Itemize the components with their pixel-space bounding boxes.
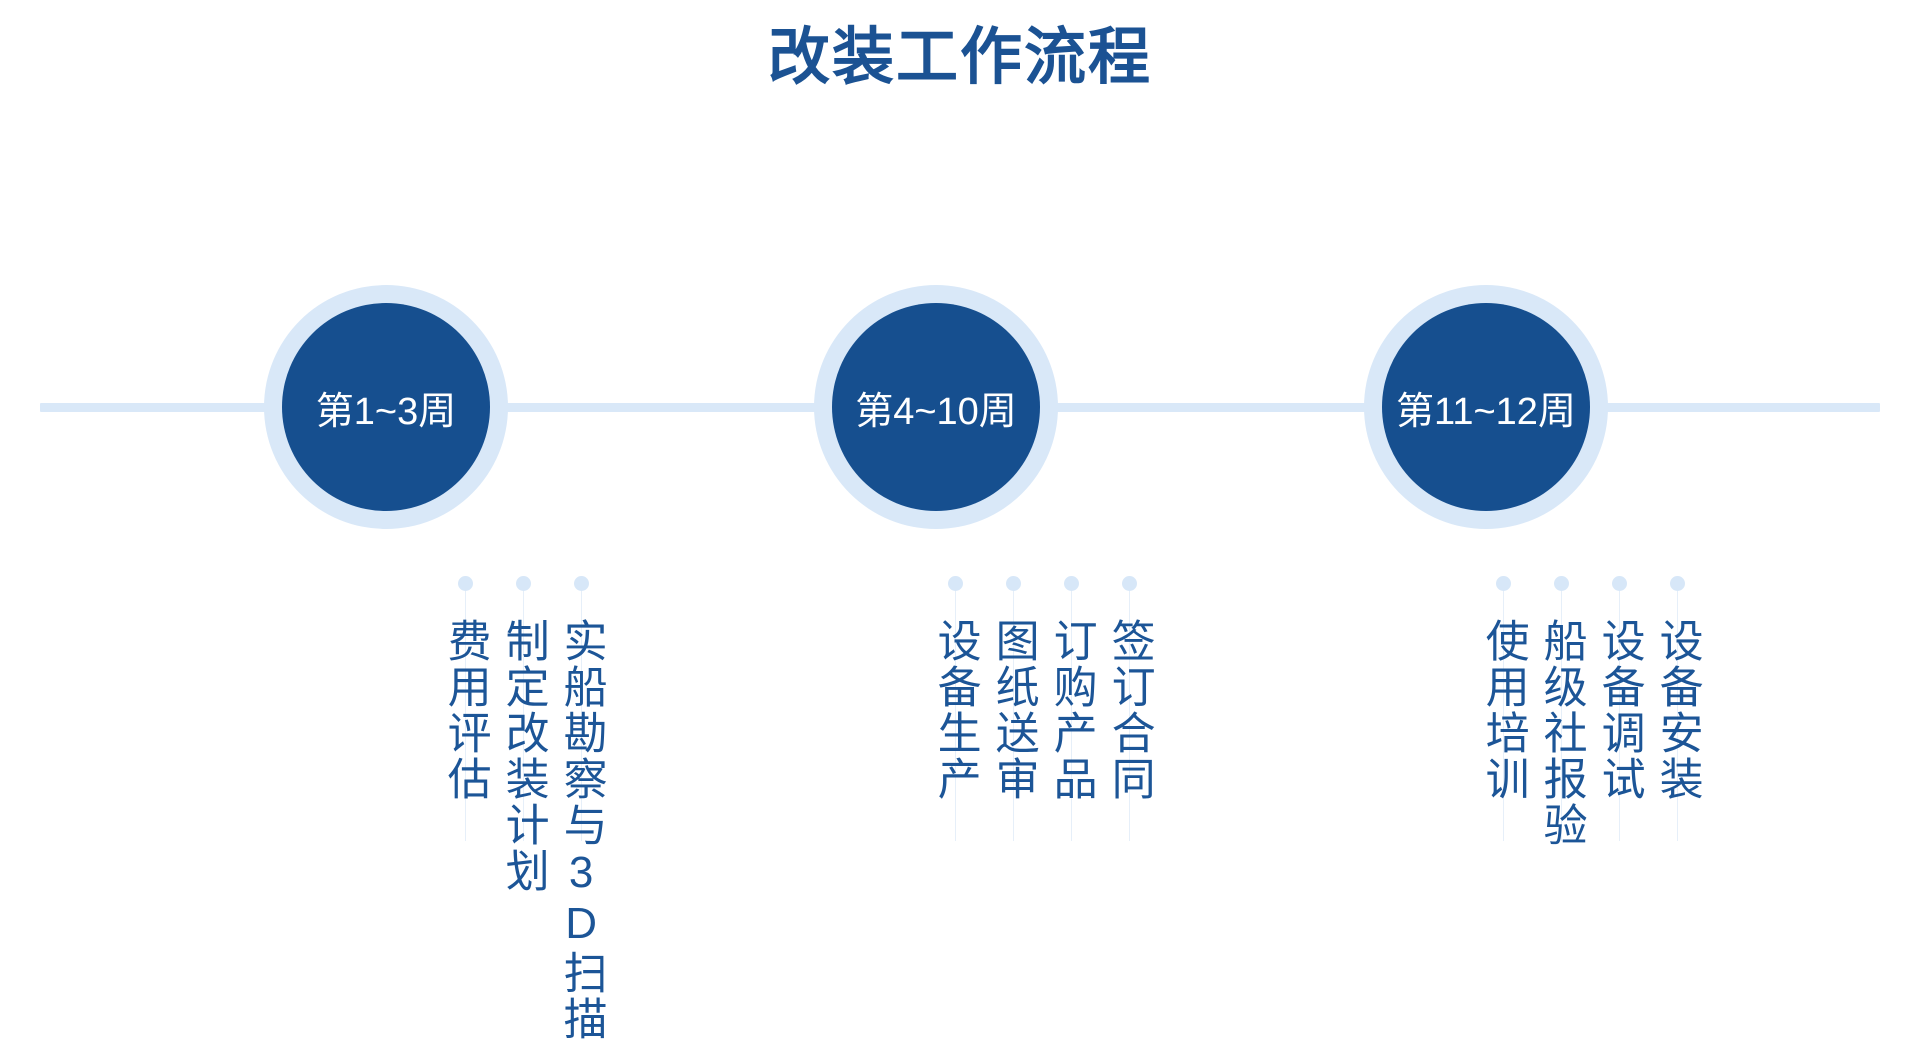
connector-stem bbox=[1619, 591, 1620, 841]
bullet-dot-icon bbox=[573, 576, 589, 591]
task-label: 费用评估 bbox=[440, 618, 490, 802]
task-label: 设备调试 bbox=[1594, 618, 1644, 802]
connector-stem bbox=[581, 591, 582, 841]
task-column[interactable]: 实船勘察与3D扫描 bbox=[552, 576, 610, 1042]
task-column[interactable]: 设备生产 bbox=[926, 576, 984, 841]
connector-stem bbox=[1013, 591, 1014, 841]
bullet-dot-icon bbox=[457, 576, 473, 591]
task-label: 设备安装 bbox=[1652, 618, 1702, 802]
task-column[interactable]: 费用评估 bbox=[436, 576, 494, 841]
bullet-dot-icon bbox=[1121, 576, 1137, 591]
bullet-dot-icon bbox=[515, 576, 531, 591]
task-column[interactable]: 制定改装计划 bbox=[494, 576, 552, 894]
stage-group-3: 第11~12周 设备安装 设备调试 船级社报验 使用培训 bbox=[1328, 0, 1702, 1056]
connector-stem bbox=[1503, 591, 1504, 841]
connector-stem bbox=[1129, 591, 1130, 841]
stage-node-label-1: 第1~3周 bbox=[315, 390, 457, 433]
stage-node-2[interactable]: 第4~10周 bbox=[832, 303, 1040, 511]
connector-stem bbox=[955, 591, 956, 841]
stage-node-label-2: 第4~10周 bbox=[855, 390, 1017, 433]
stage-task-columns-2: 签订合同 订购产品 图纸送审 设备生产 bbox=[778, 576, 1158, 841]
bullet-dot-icon bbox=[1669, 576, 1685, 591]
stage-task-columns-1: 实船勘察与3D扫描 制定改装计划 费用评估 bbox=[228, 576, 610, 1042]
task-column[interactable]: 签订合同 bbox=[1100, 576, 1158, 841]
stage-group-2: 第4~10周 签订合同 订购产品 图纸送审 设备生产 bbox=[778, 0, 1154, 1056]
stage-group-1: 第1~3周 实船勘察与3D扫描 制定改装计划 费用评估 bbox=[228, 0, 606, 1056]
stage-node-1[interactable]: 第1~3周 bbox=[282, 303, 490, 511]
task-label: 使用培训 bbox=[1478, 618, 1528, 802]
task-column[interactable]: 船级社报验 bbox=[1532, 576, 1590, 848]
stage-node-label-3: 第11~12周 bbox=[1396, 390, 1576, 433]
task-column[interactable]: 设备安装 bbox=[1648, 576, 1706, 841]
connector-stem bbox=[1071, 591, 1072, 841]
connector-stem bbox=[523, 591, 524, 841]
task-label: 图纸送审 bbox=[988, 618, 1038, 802]
task-label: 船级社报验 bbox=[1536, 618, 1586, 848]
task-label: 签订合同 bbox=[1104, 618, 1154, 802]
task-column[interactable]: 图纸送审 bbox=[984, 576, 1042, 841]
connector-stem bbox=[1561, 591, 1562, 841]
connector-stem bbox=[1677, 591, 1678, 841]
bullet-dot-icon bbox=[1005, 576, 1021, 591]
stage-node-3[interactable]: 第11~12周 bbox=[1382, 303, 1590, 511]
bullet-dot-icon bbox=[1611, 576, 1627, 591]
task-label: 制定改装计划 bbox=[498, 618, 548, 894]
task-label: 实船勘察与3D扫描 bbox=[556, 618, 606, 1042]
bullet-dot-icon bbox=[1553, 576, 1569, 591]
task-label: 设备生产 bbox=[930, 618, 980, 802]
bullet-dot-icon bbox=[1063, 576, 1079, 591]
page-title: 改装工作流程 bbox=[767, 23, 1152, 92]
task-label: 订购产品 bbox=[1046, 618, 1096, 802]
task-column[interactable]: 设备调试 bbox=[1590, 576, 1648, 841]
bullet-dot-icon bbox=[1495, 576, 1511, 591]
stage-task-columns-3: 设备安装 设备调试 船级社报验 使用培训 bbox=[1328, 576, 1706, 848]
task-column[interactable]: 订购产品 bbox=[1042, 576, 1100, 841]
task-column[interactable]: 使用培训 bbox=[1474, 576, 1532, 841]
bullet-dot-icon bbox=[947, 576, 963, 591]
connector-stem bbox=[465, 591, 466, 841]
